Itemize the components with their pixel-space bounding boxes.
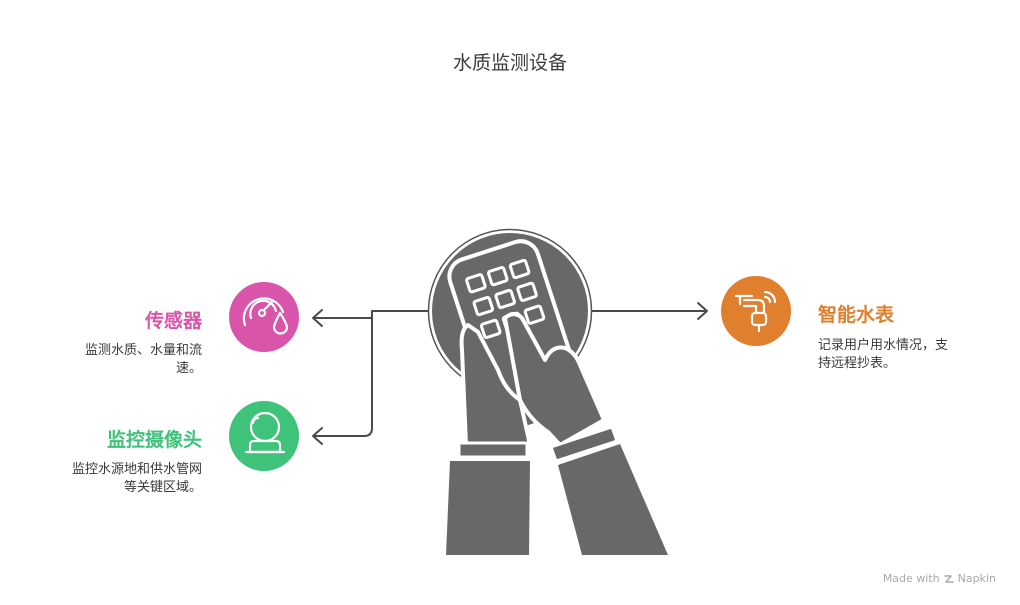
camera-description: 监控水源地和供水管网 等关键区域。 (22, 461, 202, 497)
sensor-desc-line-2: 速。 (175, 361, 202, 376)
handheld-device-icon (427, 228, 668, 555)
meter-desc-line-2: 持远程抄表。 (818, 356, 897, 371)
connectors (312, 302, 708, 445)
sensor-node (229, 282, 299, 352)
webcam-icon (244, 411, 286, 454)
sensor-desc-line-1: 监测水质、水量和流 (84, 343, 202, 358)
arrowhead-meter (697, 302, 708, 320)
camera-desc-line-2: 等关键区域。 (123, 480, 202, 495)
diagram-title: 水质监测设备 (452, 52, 567, 74)
connector-to-camera (313, 317, 373, 437)
footer-watermark: Made with Napkin (883, 572, 996, 585)
smart-faucet-icon (734, 290, 777, 333)
meter-title: 智能水表 (818, 304, 895, 326)
camera-node (229, 401, 299, 471)
meter-description: 记录用户用水情况，支 持远程抄表。 (818, 337, 988, 373)
arrowhead-sensor (312, 309, 323, 327)
footer-made-with: Made with (882, 572, 940, 585)
meter-node (721, 276, 791, 346)
sensor-title: 传感器 (144, 310, 202, 332)
napkin-logo-icon (943, 574, 954, 583)
footer-brand: Napkin (957, 572, 996, 585)
connector-to-sensor (313, 310, 434, 319)
gauge-drop-icon (242, 297, 289, 335)
meter-desc-line-1: 记录用户用水情况，支 (818, 338, 949, 353)
sensor-description: 监测水质、水量和流 速。 (42, 342, 202, 378)
arrowhead-camera (312, 427, 323, 445)
camera-title: 监控摄像头 (106, 429, 202, 451)
camera-desc-line-1: 监控水源地和供水管网 (71, 462, 202, 477)
